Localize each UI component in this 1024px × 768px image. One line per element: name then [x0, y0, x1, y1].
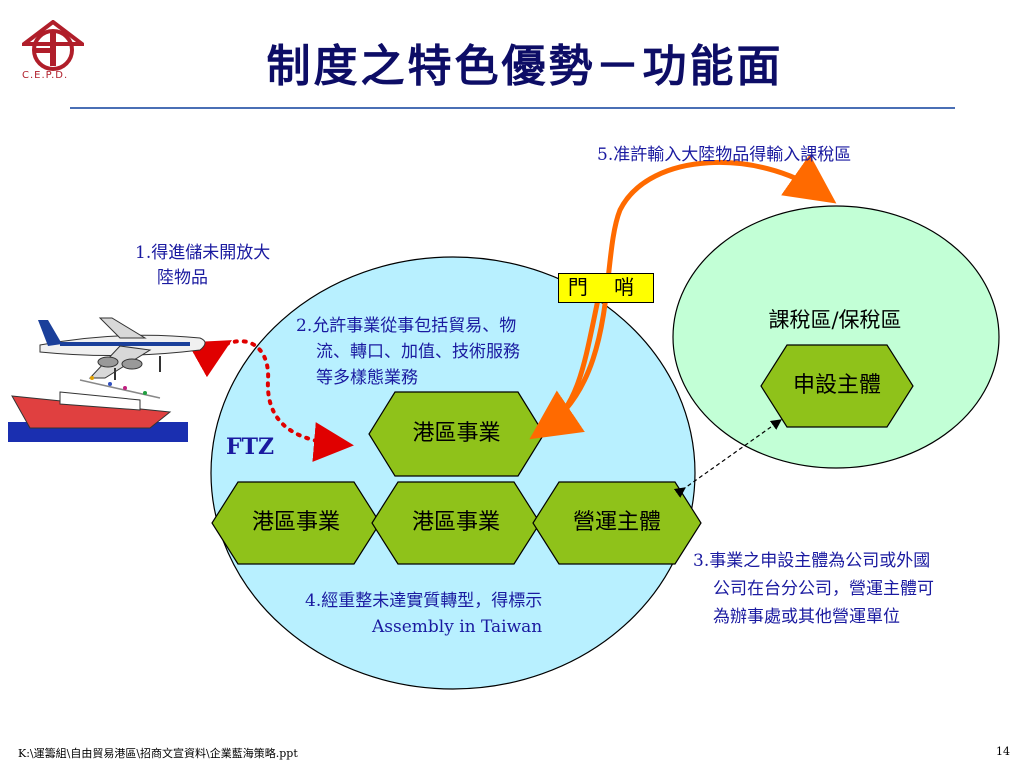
note-1-line-2: 陸物品 — [157, 268, 208, 288]
entity-link-arrow — [673, 419, 782, 498]
footer-file-path: K:\運籌組\自由貿易港區\招商文宣資料\企業藍海策略.ppt — [18, 747, 298, 760]
note-1-line-1: 1.得進儲未開放大 — [135, 243, 271, 263]
hexagon-applying-entity — [760, 344, 914, 428]
tax-zone-label: 課稅區/保稅區 — [768, 308, 902, 332]
note-4-line-2: Assembly in Taiwan — [372, 617, 543, 637]
gate-label: 門 哨 — [558, 273, 654, 303]
tax-zone-circle — [672, 205, 1000, 469]
logo-text: C.E.P.D. — [22, 70, 69, 81]
ftz-label: FTZ — [226, 434, 275, 460]
note-2-line-1: 2.允許事業從事包括貿易、物 — [296, 316, 517, 336]
note-2-line-3: 等多樣態業務 — [316, 368, 418, 388]
node-applying-entity: 申設主體 — [792, 373, 881, 398]
hexagon-port-business-mid — [371, 481, 541, 565]
storage-dotted-arrow — [187, 339, 354, 462]
title-divider — [70, 107, 955, 109]
hexagon-port-business-left — [211, 481, 381, 565]
cepd-logo-icon — [22, 20, 84, 71]
hexagon-port-business-top — [368, 391, 545, 477]
note-3-line-3: 為辦事處或其他營運單位 — [713, 607, 900, 627]
ship-icon — [8, 376, 188, 442]
note-5: 5.准許輸入大陸物品得輸入課稅區 — [597, 145, 852, 165]
node-port-business-left: 港區事業 — [251, 510, 340, 535]
node-operating-entity: 營運主體 — [572, 510, 661, 535]
import-arrow-tail — [529, 289, 603, 440]
note-3-line-1: 3.事業之申設主體為公司或外國 — [693, 551, 931, 571]
note-4-line-1: 4.經重整未達實質轉型，得標示 — [305, 591, 543, 611]
page-title: 制度之特色優勢－功能面 — [266, 41, 784, 92]
airplane-icon — [38, 317, 206, 380]
note-2-line-2: 流、轉口、加值、技術服務 — [316, 342, 520, 362]
node-port-business-mid: 港區事業 — [411, 510, 500, 535]
node-port-business-top: 港區事業 — [412, 421, 501, 446]
import-arrow — [538, 154, 837, 435]
page-number: 14 — [996, 745, 1010, 758]
note-3-line-2: 公司在台分公司，營運主體可 — [713, 579, 934, 599]
